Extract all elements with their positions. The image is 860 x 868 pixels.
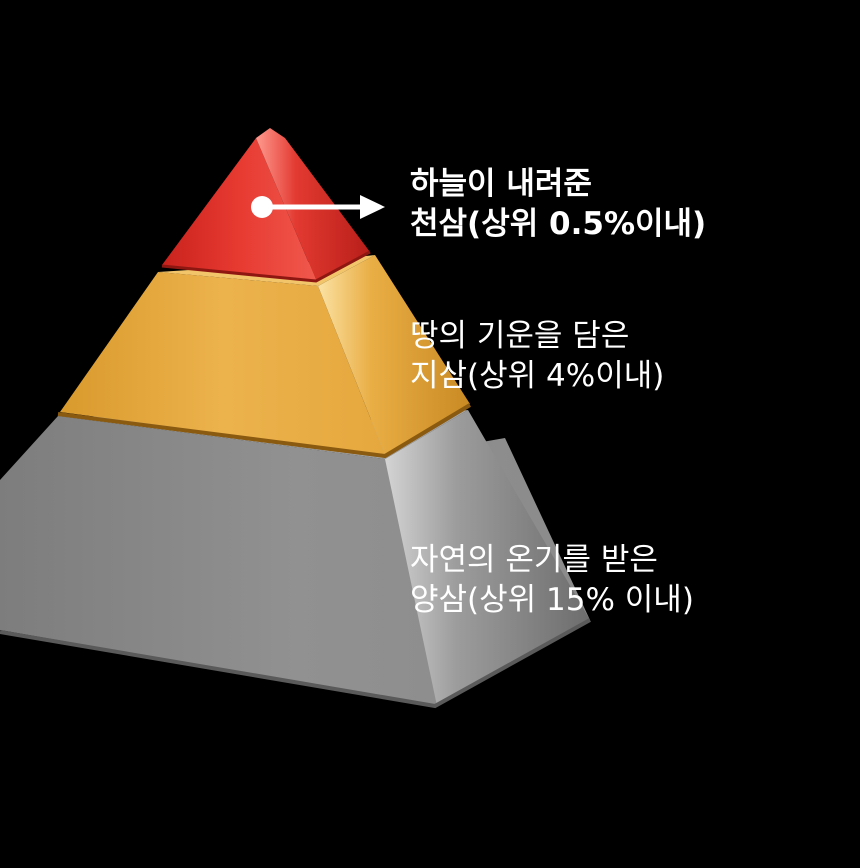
tier-top-label: 하늘이 내려준 천삼(상위 0.5%이내) <box>410 164 706 244</box>
tier-middle-edge <box>57 403 472 459</box>
pointer-arrow <box>251 195 385 219</box>
tier-top-front-face <box>162 138 316 280</box>
tier-middle-label-line1: 땅의 기운을 담은 <box>410 318 630 354</box>
tier-top-label-line2: 천삼(상위 0.5%이내) <box>410 206 707 242</box>
tier-bottom-edge <box>0 618 591 709</box>
arrow-right-icon <box>360 195 385 219</box>
tier-top-right-face <box>256 128 370 280</box>
tier-bottom-block <box>0 410 591 709</box>
tier-top-label-line1: 하늘이 내려준 <box>410 166 592 202</box>
tier-bottom-label-line1: 자연의 온기를 받은 <box>410 542 658 578</box>
tier-top-block <box>161 128 371 283</box>
tier-middle-label: 땅의 기운을 담은 지삼(상위 4%이내) <box>410 316 664 396</box>
tier-middle-right-face <box>318 255 470 455</box>
tier-bottom-label-line2: 양삼(상위 15% 이내) <box>410 582 694 618</box>
tier-bottom-right-face <box>385 410 590 706</box>
tier-bottom-label: 자연의 온기를 받은 양삼(상위 15% 이내) <box>410 540 694 620</box>
tier-middle-front-face <box>60 272 385 455</box>
tier-top-edge <box>161 250 371 283</box>
tier-middle-label-line2: 지삼(상위 4%이내) <box>410 358 665 394</box>
